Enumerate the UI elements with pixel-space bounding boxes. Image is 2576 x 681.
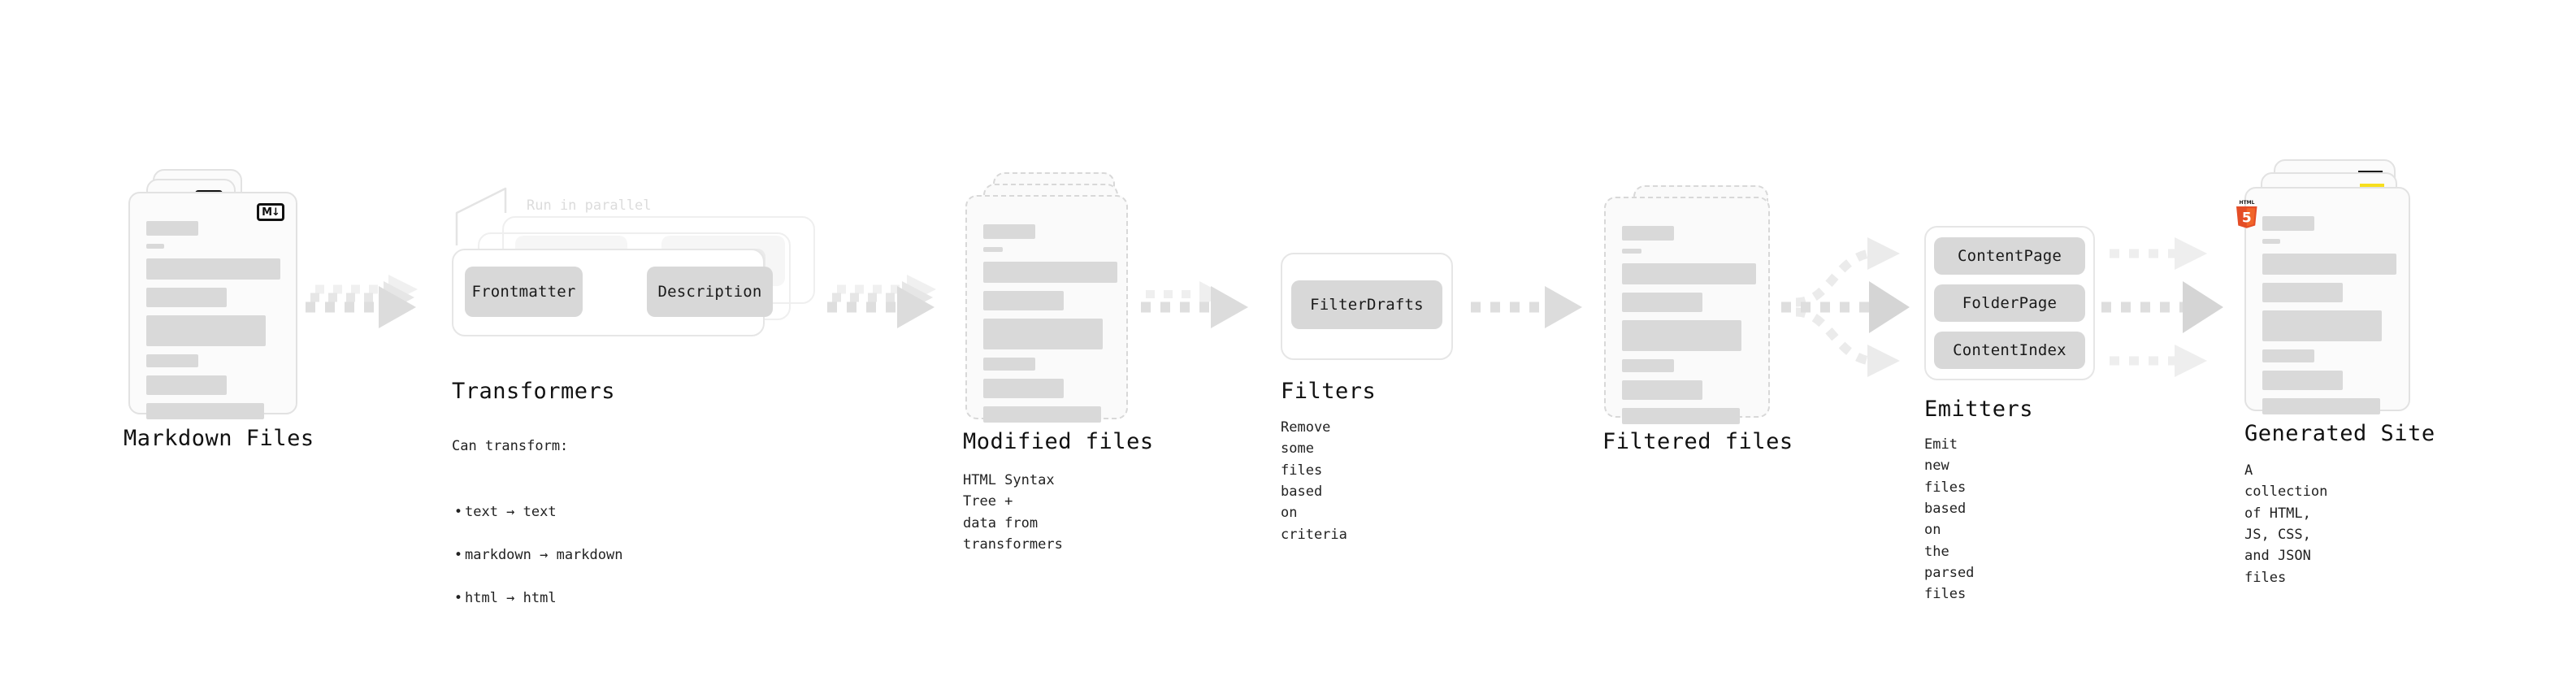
markdown-card-placeholder-content [146, 221, 280, 427]
placeholder-bar [983, 247, 1003, 252]
placeholder-bar [1622, 293, 1702, 312]
emitters-chip-contentindex[interactable]: ContentIndex [1934, 332, 2085, 369]
placeholder-bar [146, 288, 227, 307]
placeholder-bar [983, 224, 1035, 239]
placeholder-bar [2262, 239, 2280, 244]
run-in-parallel-label: Run in parallel [527, 197, 652, 214]
svg-text:5: 5 [2242, 210, 2252, 227]
transformer-chip-frontmatter[interactable]: Frontmatter [465, 267, 583, 317]
placeholder-bar [983, 406, 1101, 423]
connector-transformers-to-modified [827, 275, 936, 328]
placeholder-bar [1622, 249, 1641, 254]
markdown-files-title: Markdown Files [124, 426, 314, 451]
placeholder-bar [146, 315, 266, 346]
generated-site-title: Generated Site [2244, 421, 2435, 446]
transformers-title: Transformers [452, 379, 616, 404]
placeholder-bar [1622, 359, 1674, 372]
placeholder-bar [983, 262, 1117, 283]
emitters-subtitle: Emit new files based on the parsed files [1924, 436, 1975, 603]
placeholder-bar [2262, 349, 2314, 362]
connector-modified-to-filters [1141, 281, 1248, 328]
transformers-bullet-list: text → text markdown → markdown html → h… [452, 480, 622, 630]
filters-chip-filterdrafts[interactable]: FilterDrafts [1291, 280, 1442, 329]
filters-title: Filters [1281, 379, 1377, 404]
markdown-icon-arrow: ↓ [271, 206, 280, 219]
transformers-bullet: html → html [452, 588, 622, 609]
generated-site-subtitle: A collection of HTML, JS, CSS, and JSON … [2244, 462, 2328, 586]
connector-filters-to-filtered [1471, 286, 1582, 328]
html5-icon: HTML 5 [2235, 198, 2259, 229]
placeholder-bar [2262, 371, 2343, 390]
placeholder-bar [1622, 380, 1702, 400]
placeholder-bar [146, 403, 264, 419]
placeholder-bar [1622, 263, 1756, 284]
placeholder-bar [983, 291, 1064, 310]
emitters-chip-contentpage[interactable]: ContentPage [1934, 237, 2085, 275]
filtered-card-front [1604, 197, 1770, 424]
placeholder-bar [2262, 398, 2380, 414]
generated-card-placeholder-content [2262, 216, 2396, 423]
placeholder-bar [983, 379, 1064, 398]
emitters-title: Emitters [1924, 397, 2034, 422]
transformers-bullet: text → text [452, 501, 622, 523]
emitters-chip-folderpage[interactable]: FolderPage [1934, 284, 2085, 322]
transformers-subtitle: Can transform: text → text markdown → ma… [452, 414, 622, 652]
svg-text:HTML: HTML [2240, 200, 2255, 206]
connector-filtered-to-emitters [1781, 237, 1910, 377]
markdown-icon: M↓ [257, 203, 284, 221]
transformers-sub-head: Can transform: [452, 438, 569, 455]
placeholder-bar [1622, 226, 1674, 241]
transformer-chip-description[interactable]: Description [647, 267, 773, 317]
placeholder-bar [2262, 310, 2382, 341]
html5-icon-svg: HTML 5 [2236, 200, 2257, 228]
modified-files-title: Modified files [963, 429, 1154, 454]
connector-md-to-transformers [306, 275, 418, 328]
placeholder-bar [2262, 254, 2396, 275]
markdown-icon-letter: M [262, 206, 272, 219]
transformers-bullet: markdown → markdown [452, 544, 622, 566]
modified-card-front [965, 195, 1128, 423]
placeholder-bar [1622, 408, 1740, 424]
placeholder-bar [983, 319, 1103, 349]
modified-files-subtitle: HTML Syntax Tree + data from transformer… [963, 472, 1063, 553]
filters-subtitle: Remove some files based on criteria [1281, 419, 1347, 543]
placeholder-bar [146, 258, 280, 280]
placeholder-bar [2262, 283, 2343, 302]
connector-emitters-to-site [2101, 237, 2223, 377]
placeholder-bar [983, 358, 1035, 371]
markdown-card-front: M↓ [128, 192, 297, 419]
placeholder-bar [146, 354, 198, 367]
placeholder-bar [146, 221, 198, 236]
placeholder-bar [146, 244, 164, 249]
filtered-card-placeholder-content [1622, 226, 1756, 432]
filtered-files-title: Filtered files [1602, 429, 1793, 454]
modified-card-placeholder-content [983, 224, 1117, 431]
placeholder-bar [2262, 216, 2314, 231]
placeholder-bar [1622, 320, 1741, 351]
placeholder-bar [146, 375, 227, 395]
generated-card-front: HTML 5 [2236, 187, 2410, 414]
